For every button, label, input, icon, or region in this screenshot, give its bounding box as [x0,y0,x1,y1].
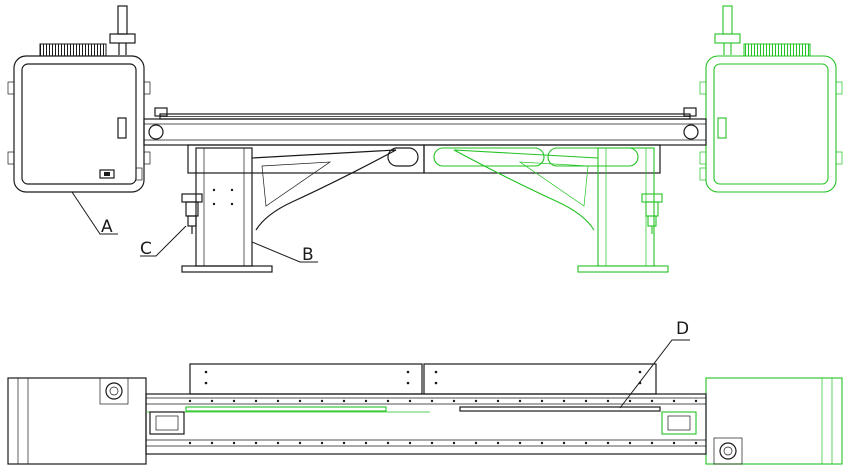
rail-bolt [408,441,412,445]
rail-bolt [540,399,544,403]
rail-bolt [408,399,412,403]
left-air-filter [181,193,203,234]
rail-bolt [650,441,654,445]
rail-bolt [430,441,434,445]
rail-bolt [276,441,280,445]
rail-bolt [210,399,214,403]
callout-label-c: C [140,239,152,259]
callout-a: A [71,191,118,237]
rail-bolt [562,399,566,403]
rail-bolt [298,399,302,403]
top-view: D [7,319,843,465]
left-support-leg [181,147,397,273]
rail-bolt [694,399,698,403]
right-cabinet-top [705,377,843,465]
rail-bolt [496,399,500,403]
right-support-leg [453,147,669,273]
callout-label-b: B [302,245,314,265]
rail-bolt [386,441,390,445]
rail-bolt [540,441,544,445]
rail-bolt [518,441,522,445]
rail-bolt [496,441,500,445]
callout-label-a: A [101,217,113,237]
rail-bolt [672,399,676,403]
horizontal-beam [143,107,707,174]
callout-label-d: D [676,319,689,339]
rail-bolt [276,399,280,403]
rail-bolt [474,399,478,403]
rail-bolt [452,441,456,445]
rail-bolt [606,441,610,445]
rail-bolt [232,441,236,445]
rail-bolt [650,399,654,403]
rail-bolt [452,399,456,403]
rail-bolt [584,399,588,403]
front-view: A B C [7,5,843,273]
right-air-filter [641,193,663,234]
rail-bolt [188,441,192,445]
rail-bolt [562,441,566,445]
rail-bolt [232,399,236,403]
rail-bolt [254,441,258,445]
rail-bolt [342,399,346,403]
rail-bolt [254,399,258,403]
rail-bolt [320,441,324,445]
rail-bolt [518,399,522,403]
callout-d: D [619,319,690,409]
rail-bolt [342,441,346,445]
rail-bolt [628,399,632,403]
rail-bolt [606,399,610,403]
left-cabinet-top [7,377,147,465]
rail-bolt [386,399,390,403]
left-cabinet [7,5,151,193]
right-cabinet [699,5,843,193]
rail-bolt [672,441,676,445]
rail-dots [188,399,698,445]
callout-b: B [251,241,318,265]
rail-bolt [320,399,324,403]
rail-bolt [364,399,368,403]
callout-c: C [140,225,187,259]
rail-bolt [474,441,478,445]
rail-frame [145,393,707,455]
rail-bolt [694,441,698,445]
cover-plate-left [189,363,423,395]
rail-bolt [584,441,588,445]
rail-bolt [628,441,632,445]
rail-bolt [364,441,368,445]
rail-bolt [210,441,214,445]
rail-bolt [188,399,192,403]
cover-plate-right [423,363,657,395]
rail-bolt [298,441,302,445]
rail-bolt [430,399,434,403]
